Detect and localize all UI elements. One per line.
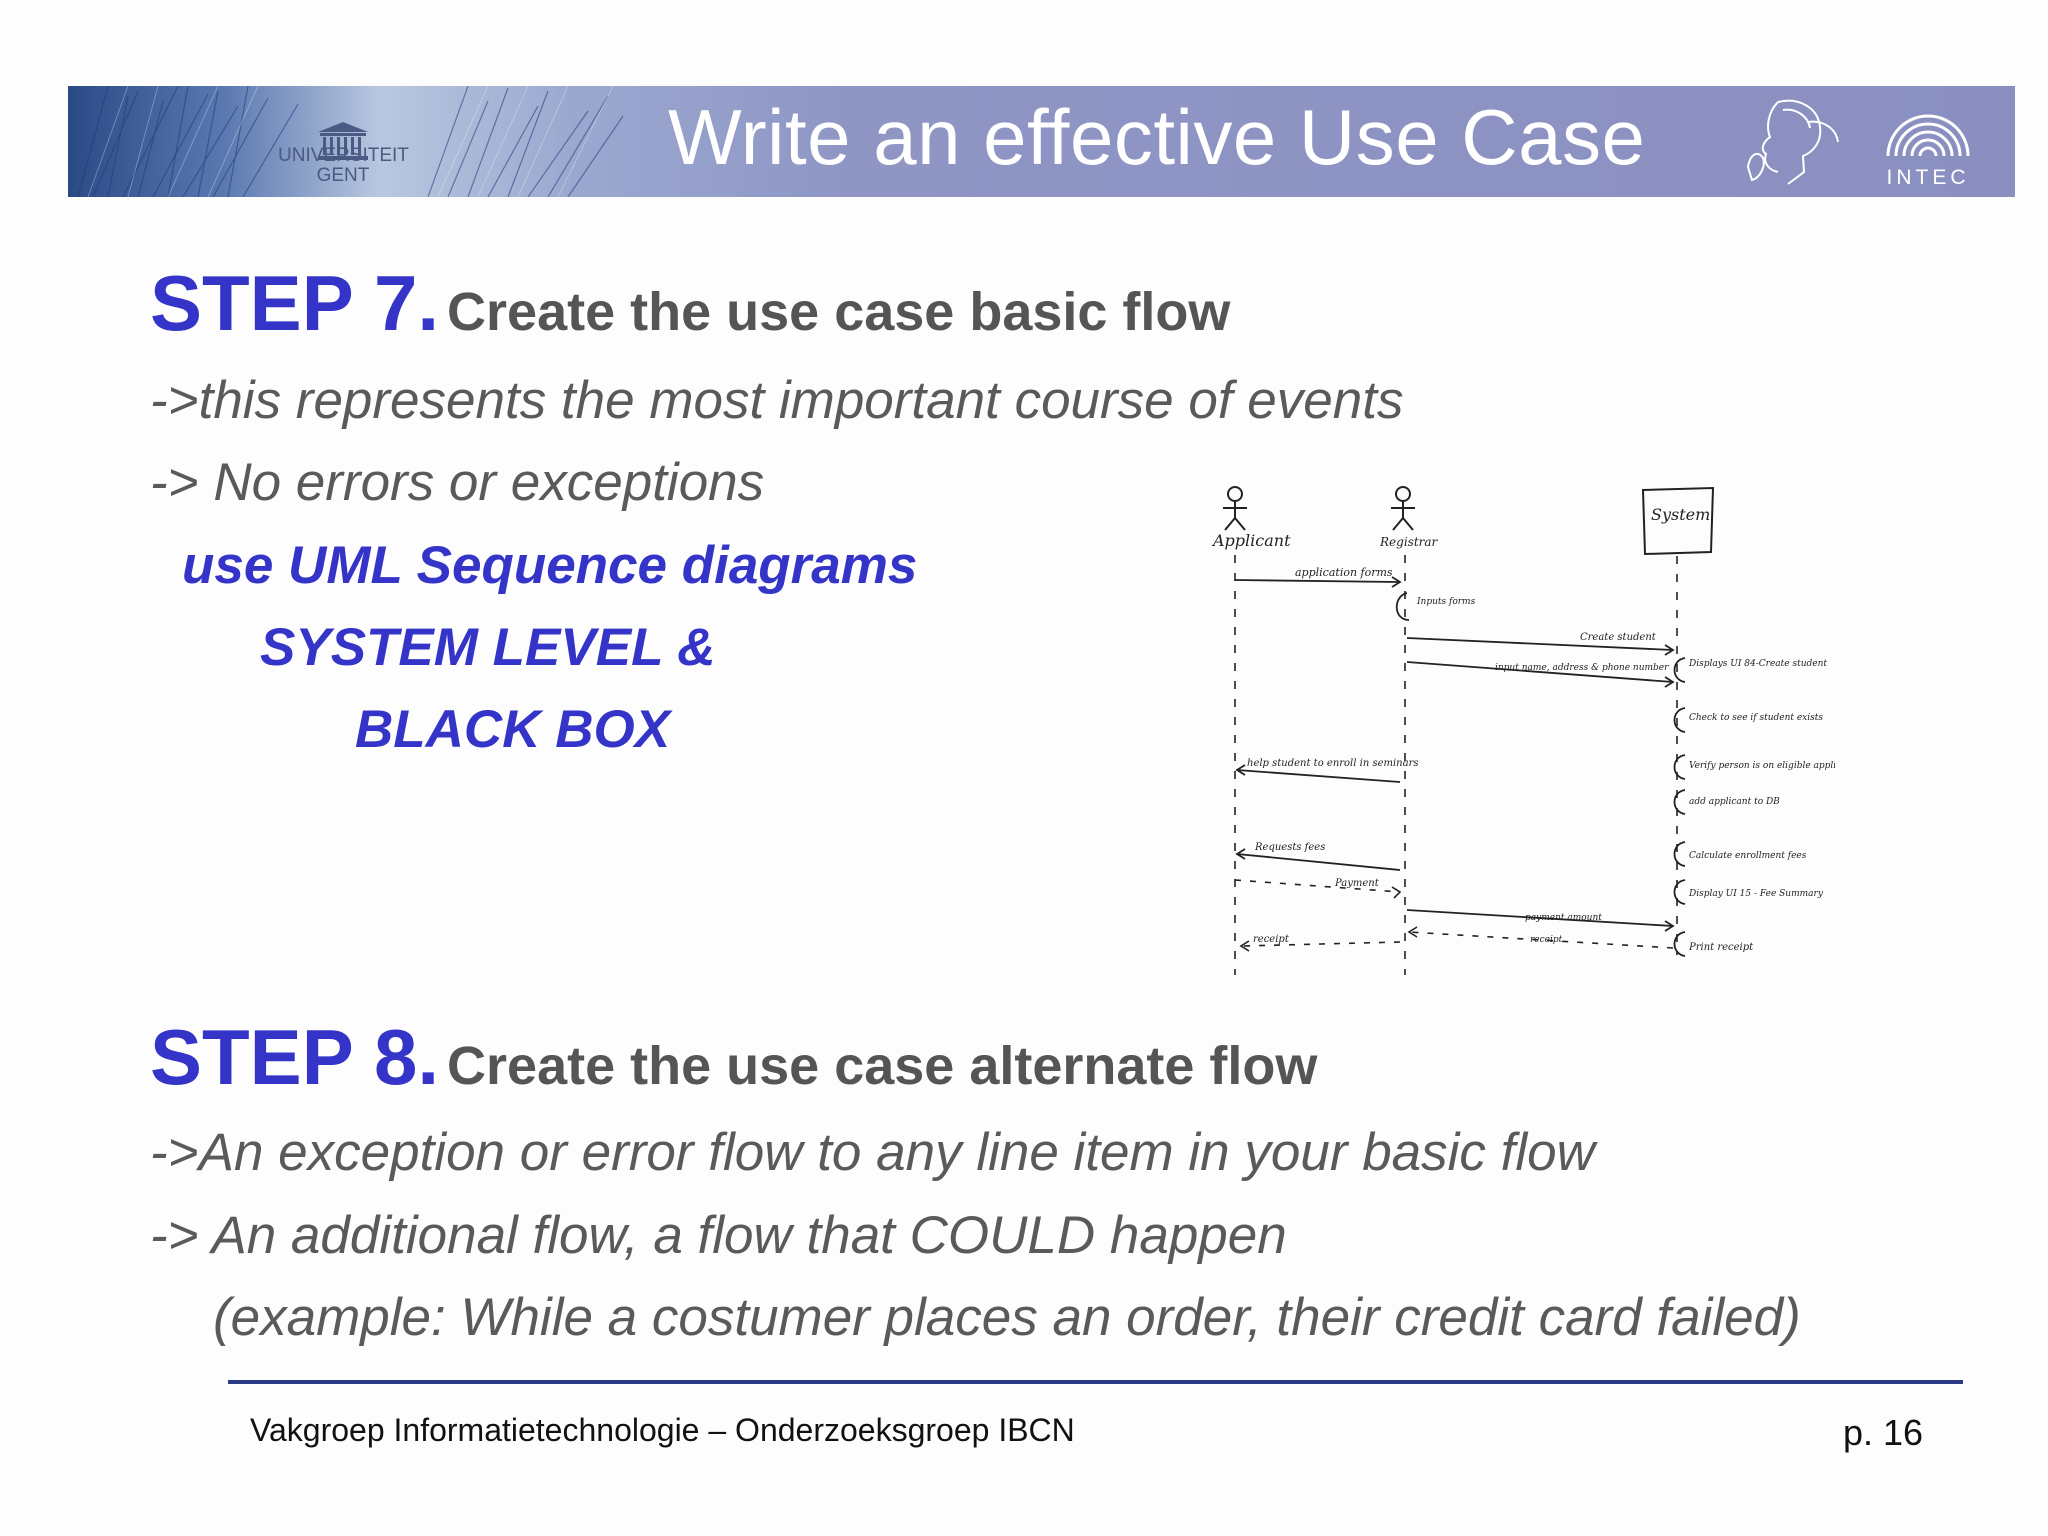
intec-logo-icon	[1886, 114, 1970, 156]
applicant-label: Applicant	[1211, 531, 1291, 550]
msg-receipt-applicant: receipt	[1253, 934, 1290, 945]
msg-receipt-system: receipt	[1530, 935, 1563, 945]
msg-create-student: Create student	[1580, 632, 1657, 643]
step7-title: Create the use case basic flow	[447, 282, 1231, 342]
msg-display-fee-summary: Display UI 15 - Fee Summary	[1688, 889, 1824, 899]
step7-highlight-1: use UML Sequence diagrams	[182, 536, 918, 595]
step8-example: (example: While a costumer places an ord…	[213, 1288, 1801, 1347]
msg-calculate-fees: Calculate enrollment fees	[1689, 851, 1807, 861]
step7-number: STEP 7.	[150, 259, 440, 347]
registrar-label: Registrar	[1379, 535, 1439, 549]
step7-highlight-3: BLACK BOX	[355, 700, 671, 759]
msg-verify-person: Verify person is on eligible applicants …	[1689, 761, 1835, 771]
university-logo-text: UNIVERSITEIT GENT	[278, 145, 409, 186]
ugent-building-icon	[318, 122, 368, 160]
step7-line-2: -> No errors or exceptions	[150, 453, 765, 512]
step7-heading: STEP 7.Create the use case basic flow	[150, 258, 1230, 349]
msg-inputs-forms: Inputs forms	[1416, 597, 1476, 607]
msg-displays-ui: Displays UI 84-Create student	[1688, 659, 1827, 669]
msg-payment-amount: payment amount	[1525, 913, 1602, 923]
step8-number: STEP 8.	[150, 1013, 440, 1101]
msg-payment: Payment	[1334, 878, 1380, 889]
msg-check-student: Check to see if student exists	[1689, 713, 1823, 723]
page-number: p. 16	[1843, 1412, 1924, 1453]
step8-line-1: ->An exception or error flow to any line…	[150, 1123, 1595, 1182]
msg-requests-fees: Requests fees	[1254, 842, 1325, 853]
msg-print-receipt: Print receipt	[1688, 942, 1754, 953]
sequence-diagram-sketch: Applicant Registrar System application f…	[1211, 486, 1835, 975]
msg-application-forms: application forms	[1295, 566, 1393, 579]
athena-head-icon	[1746, 99, 1839, 185]
system-label: System	[1651, 505, 1710, 524]
grass-texture-image	[77, 86, 624, 197]
footer-divider	[228, 1380, 1963, 1384]
header-banner: UNIVERSITEIT GENT Write an effective Use…	[68, 86, 2015, 197]
step7-line-1: ->this represents the most important cou…	[150, 371, 1404, 430]
step7-highlight-2: SYSTEM LEVEL &	[260, 618, 716, 677]
system-box	[1641, 486, 1715, 556]
msg-add-applicant: add applicant to DB	[1689, 797, 1780, 807]
registrar-actor-icon	[1391, 486, 1415, 531]
step8-title: Create the use case alternate flow	[447, 1036, 1318, 1096]
step8-heading: STEP 8.Create the use case alternate flo…	[150, 1012, 1317, 1103]
msg-input-name: input name, address & phone number	[1495, 663, 1669, 673]
footer-department: Vakgroep Informatietechnologie – Onderzo…	[250, 1412, 1075, 1448]
slide-title: Write an effective Use Case	[668, 93, 1646, 181]
intec-logo-text: INTEC	[1886, 166, 1970, 189]
step8-line-2: -> An additional flow, a flow that COULD…	[150, 1206, 1287, 1265]
applicant-actor-icon	[1223, 486, 1247, 531]
msg-help-student: help student to enroll in seminars	[1247, 758, 1419, 769]
